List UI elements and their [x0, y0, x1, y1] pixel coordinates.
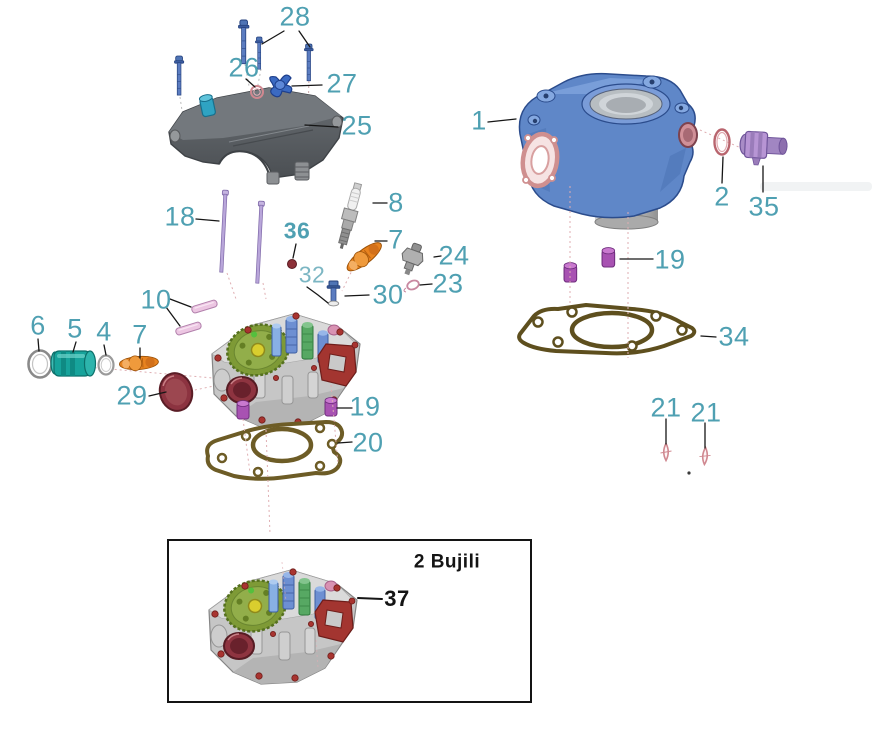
oring-2-art: [713, 128, 731, 156]
callout-27: 27: [326, 68, 358, 99]
callout-5: 5: [67, 313, 83, 344]
scan-artifact: [760, 182, 872, 191]
inspection-cap-art: [158, 372, 194, 412]
callout-34: 34: [718, 321, 750, 352]
callout-21b: 21: [690, 397, 722, 428]
callout-8: 8: [388, 187, 404, 218]
callout-26: 26: [228, 52, 260, 83]
water-gasket-art: [520, 131, 560, 189]
breather-fitting-art: [198, 94, 216, 118]
head-gasket-art: [205, 420, 345, 481]
oring-large-art: [27, 349, 53, 379]
callout-25: 25: [341, 110, 373, 141]
stud-bolts-art: [217, 189, 265, 284]
plug-sleeve-art: [342, 237, 387, 277]
callout-2: 2: [714, 181, 730, 212]
sensor-oring-art: [403, 279, 420, 293]
callout-1: 1: [471, 105, 487, 136]
base-gasket-art: [517, 303, 697, 356]
valve-cover-art: [168, 87, 344, 185]
small-bolt-washer-art: [326, 280, 341, 307]
threaded-boss: [294, 161, 310, 181]
callout-19a: 19: [349, 391, 381, 422]
dowel-pins-art: [174, 298, 219, 337]
leader-lines: [37, 30, 764, 600]
callout-32: 32: [298, 261, 326, 288]
oring-small-art: [97, 354, 115, 376]
spark-plug-art: [338, 182, 363, 249]
callout-23: 23: [432, 268, 464, 299]
callout-37: 37: [384, 586, 410, 611]
callout-30: 30: [372, 279, 404, 310]
cylinder-head-art: [210, 311, 362, 430]
stray-dot: [687, 471, 691, 475]
cylinder-block-art: [518, 72, 698, 230]
callout-10: 10: [140, 284, 172, 315]
callout-21a: 21: [650, 392, 682, 423]
callout-18: 18: [164, 201, 196, 232]
callout-20: 20: [352, 427, 384, 458]
inset-title: 2 Bujili: [413, 551, 481, 573]
sealing-bolt-dot-art: [287, 259, 297, 269]
side-port-art: [678, 122, 698, 148]
inset-frame: [167, 539, 532, 703]
wing-bolt-art: [269, 74, 293, 98]
tappet-art: [50, 350, 97, 377]
grommet-oring-art: [250, 85, 264, 99]
callout-4: 4: [96, 316, 112, 347]
callout-36: 36: [283, 217, 311, 244]
block-dowels-art: [563, 247, 616, 283]
dashed-lines-front: [242, 186, 629, 669]
plug-sleeve2-art: [118, 353, 160, 373]
callout-6: 6: [30, 310, 46, 341]
callout-28: 28: [279, 1, 311, 32]
callout-19b: 19: [654, 244, 686, 275]
oring-21-art: [659, 442, 712, 466]
sensor-art: [401, 242, 424, 276]
callout-29: 29: [116, 380, 148, 411]
callout-7b: 7: [132, 319, 148, 350]
water-joint-art: [739, 130, 788, 166]
callout-7a: 7: [388, 224, 404, 255]
callout-35: 35: [748, 191, 780, 222]
callout-24: 24: [438, 240, 470, 271]
